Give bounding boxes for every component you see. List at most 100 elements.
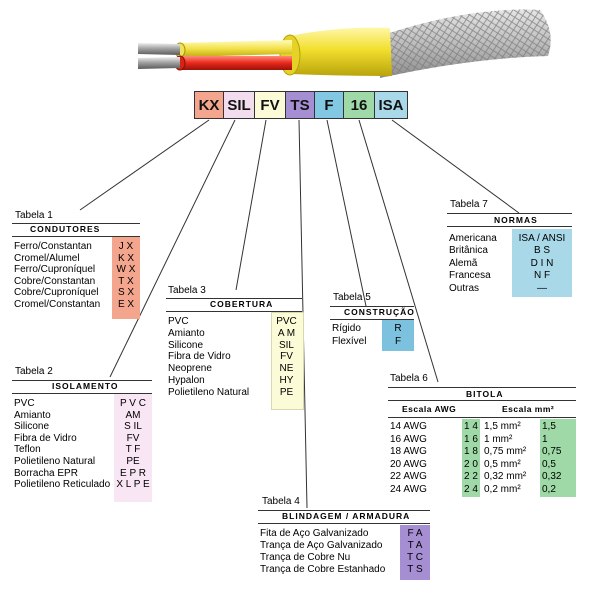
mm-code: 1,5: [542, 421, 556, 432]
row-label: Amianto: [14, 410, 51, 421]
row-code: J X: [118, 241, 134, 252]
row-code: HY: [279, 375, 294, 386]
row-label: Polietileno Natural: [168, 387, 250, 398]
row-code: R: [394, 323, 402, 334]
row-label: Rígido: [332, 323, 361, 334]
row-label: PVC: [168, 316, 189, 327]
awg-label: 24 AWG: [390, 484, 427, 495]
table-header: Blindagem / Armadura: [282, 511, 411, 521]
row-label: Neoprene: [168, 363, 212, 374]
mm-label: 0,32 mm²: [484, 471, 527, 482]
row-code: E X: [117, 299, 135, 310]
table-title: Tabela 7: [450, 199, 488, 210]
awg-label: 22 AWG: [390, 471, 427, 482]
row-code: PE: [279, 387, 294, 398]
row-label: Silicone: [14, 421, 50, 432]
row-code: S X: [117, 287, 135, 298]
row-label: Francesa: [449, 270, 491, 281]
thermocouple-cable-illustration: [138, 9, 551, 78]
row-label: Polietileno Natural: [14, 456, 96, 467]
mm-label: 1 mm²: [484, 434, 513, 445]
table-title: Tabela 6: [390, 373, 428, 384]
row-label: Polietileno Reticulado: [14, 479, 111, 490]
row-label: Silicone: [168, 340, 204, 351]
table-title: Tabela 5: [333, 292, 371, 303]
row-code: FV: [280, 351, 293, 362]
awg-label: 14 AWG: [390, 421, 427, 432]
row-code: —: [537, 283, 547, 294]
row-code: F A: [407, 528, 423, 539]
row-code: T X: [118, 276, 134, 287]
leader-lines: [79, 119, 520, 509]
row-code: PE: [126, 456, 140, 467]
awg-label: 16 AWG: [390, 434, 427, 445]
product-code-strip: KX SIL FV TS F 16 ISA: [194, 91, 408, 119]
mm-label: 0,2 mm²: [484, 484, 521, 495]
mm-label: 0,5 mm²: [484, 459, 521, 470]
code-box-shielding: TS: [285, 91, 315, 119]
row-label: Amianto: [168, 328, 205, 339]
awg-code: 2 2: [464, 471, 478, 482]
table-title: Tabela 4: [262, 496, 300, 507]
table-title: Tabela 2: [15, 366, 53, 377]
row-label: Cromel/Constantan: [14, 299, 101, 310]
awg-label: 18 AWG: [390, 446, 427, 457]
row-label: Ferro/Cuproníquel: [14, 264, 96, 275]
row-code: W X: [116, 264, 136, 275]
row-code: T A: [407, 540, 423, 551]
code-column: [512, 229, 572, 297]
awg-code: 1 8: [464, 446, 478, 457]
row-label: Outras: [449, 283, 480, 294]
row-label: Ferro/Constantan: [14, 241, 92, 252]
code-box-insulation: SIL: [223, 91, 255, 119]
row-label: Teflon: [14, 444, 41, 455]
row-code: D I N: [530, 258, 554, 269]
mm-code: 0,2: [542, 484, 556, 495]
row-label: Cobre/Cuproníquel: [14, 287, 99, 298]
row-code: N F: [533, 270, 551, 281]
code-column: [112, 237, 140, 319]
row-code: T S: [407, 564, 423, 575]
row-code: ISA / ANSI: [518, 233, 566, 244]
row-code: S IL: [124, 421, 142, 432]
row-code: E P R: [120, 468, 146, 479]
awg-code: 1 4: [464, 421, 478, 432]
table-header: Condutores: [30, 224, 101, 234]
row-label: Fibra de Vidro: [168, 351, 231, 362]
row-label: Fita de Aço Galvanizado: [260, 528, 369, 539]
code-box-standard: ISA: [374, 91, 408, 119]
table-title: Tabela 1: [15, 210, 53, 221]
row-code: T C: [407, 552, 423, 563]
awg-code-column: [462, 419, 480, 497]
row-label: Hypalon: [168, 375, 205, 386]
code-column: [271, 312, 304, 410]
row-label: Britânica: [449, 245, 488, 256]
row-label: PVC: [14, 398, 35, 409]
row-label: Trança de Cobre Nu: [260, 552, 351, 563]
subheader-mm: Escala mm²: [502, 404, 555, 414]
mm-code: 0,75: [542, 446, 562, 457]
row-code: NE: [279, 363, 294, 374]
code-column: [114, 394, 152, 502]
row-label: Americana: [449, 233, 497, 244]
table-title: Tabela 3: [168, 285, 206, 296]
code-box-covering: FV: [254, 91, 286, 119]
mm-code-column: [540, 419, 576, 497]
row-label: Borracha EPR: [14, 468, 78, 479]
leader-line-f: [326, 119, 367, 307]
row-code: X L P E: [116, 479, 150, 490]
awg-label: 20 AWG: [390, 459, 427, 470]
awg-code: 2 4: [464, 484, 478, 495]
row-label: Trança de Aço Galvanizado: [260, 540, 383, 551]
mm-code: 0,32: [542, 471, 562, 482]
row-code: FV: [126, 433, 140, 444]
table-header: Bitola: [466, 389, 504, 399]
subheader-awg: Escala AWG: [402, 404, 457, 414]
row-label: Fibra de Vidro: [14, 433, 77, 444]
row-code: PVC: [276, 316, 297, 327]
code-column: [400, 525, 430, 580]
code-box-gauge: 16: [343, 91, 375, 119]
leader-line-fv: [235, 119, 267, 291]
row-code: SIL: [278, 340, 294, 351]
row-code: P V C: [120, 398, 146, 409]
